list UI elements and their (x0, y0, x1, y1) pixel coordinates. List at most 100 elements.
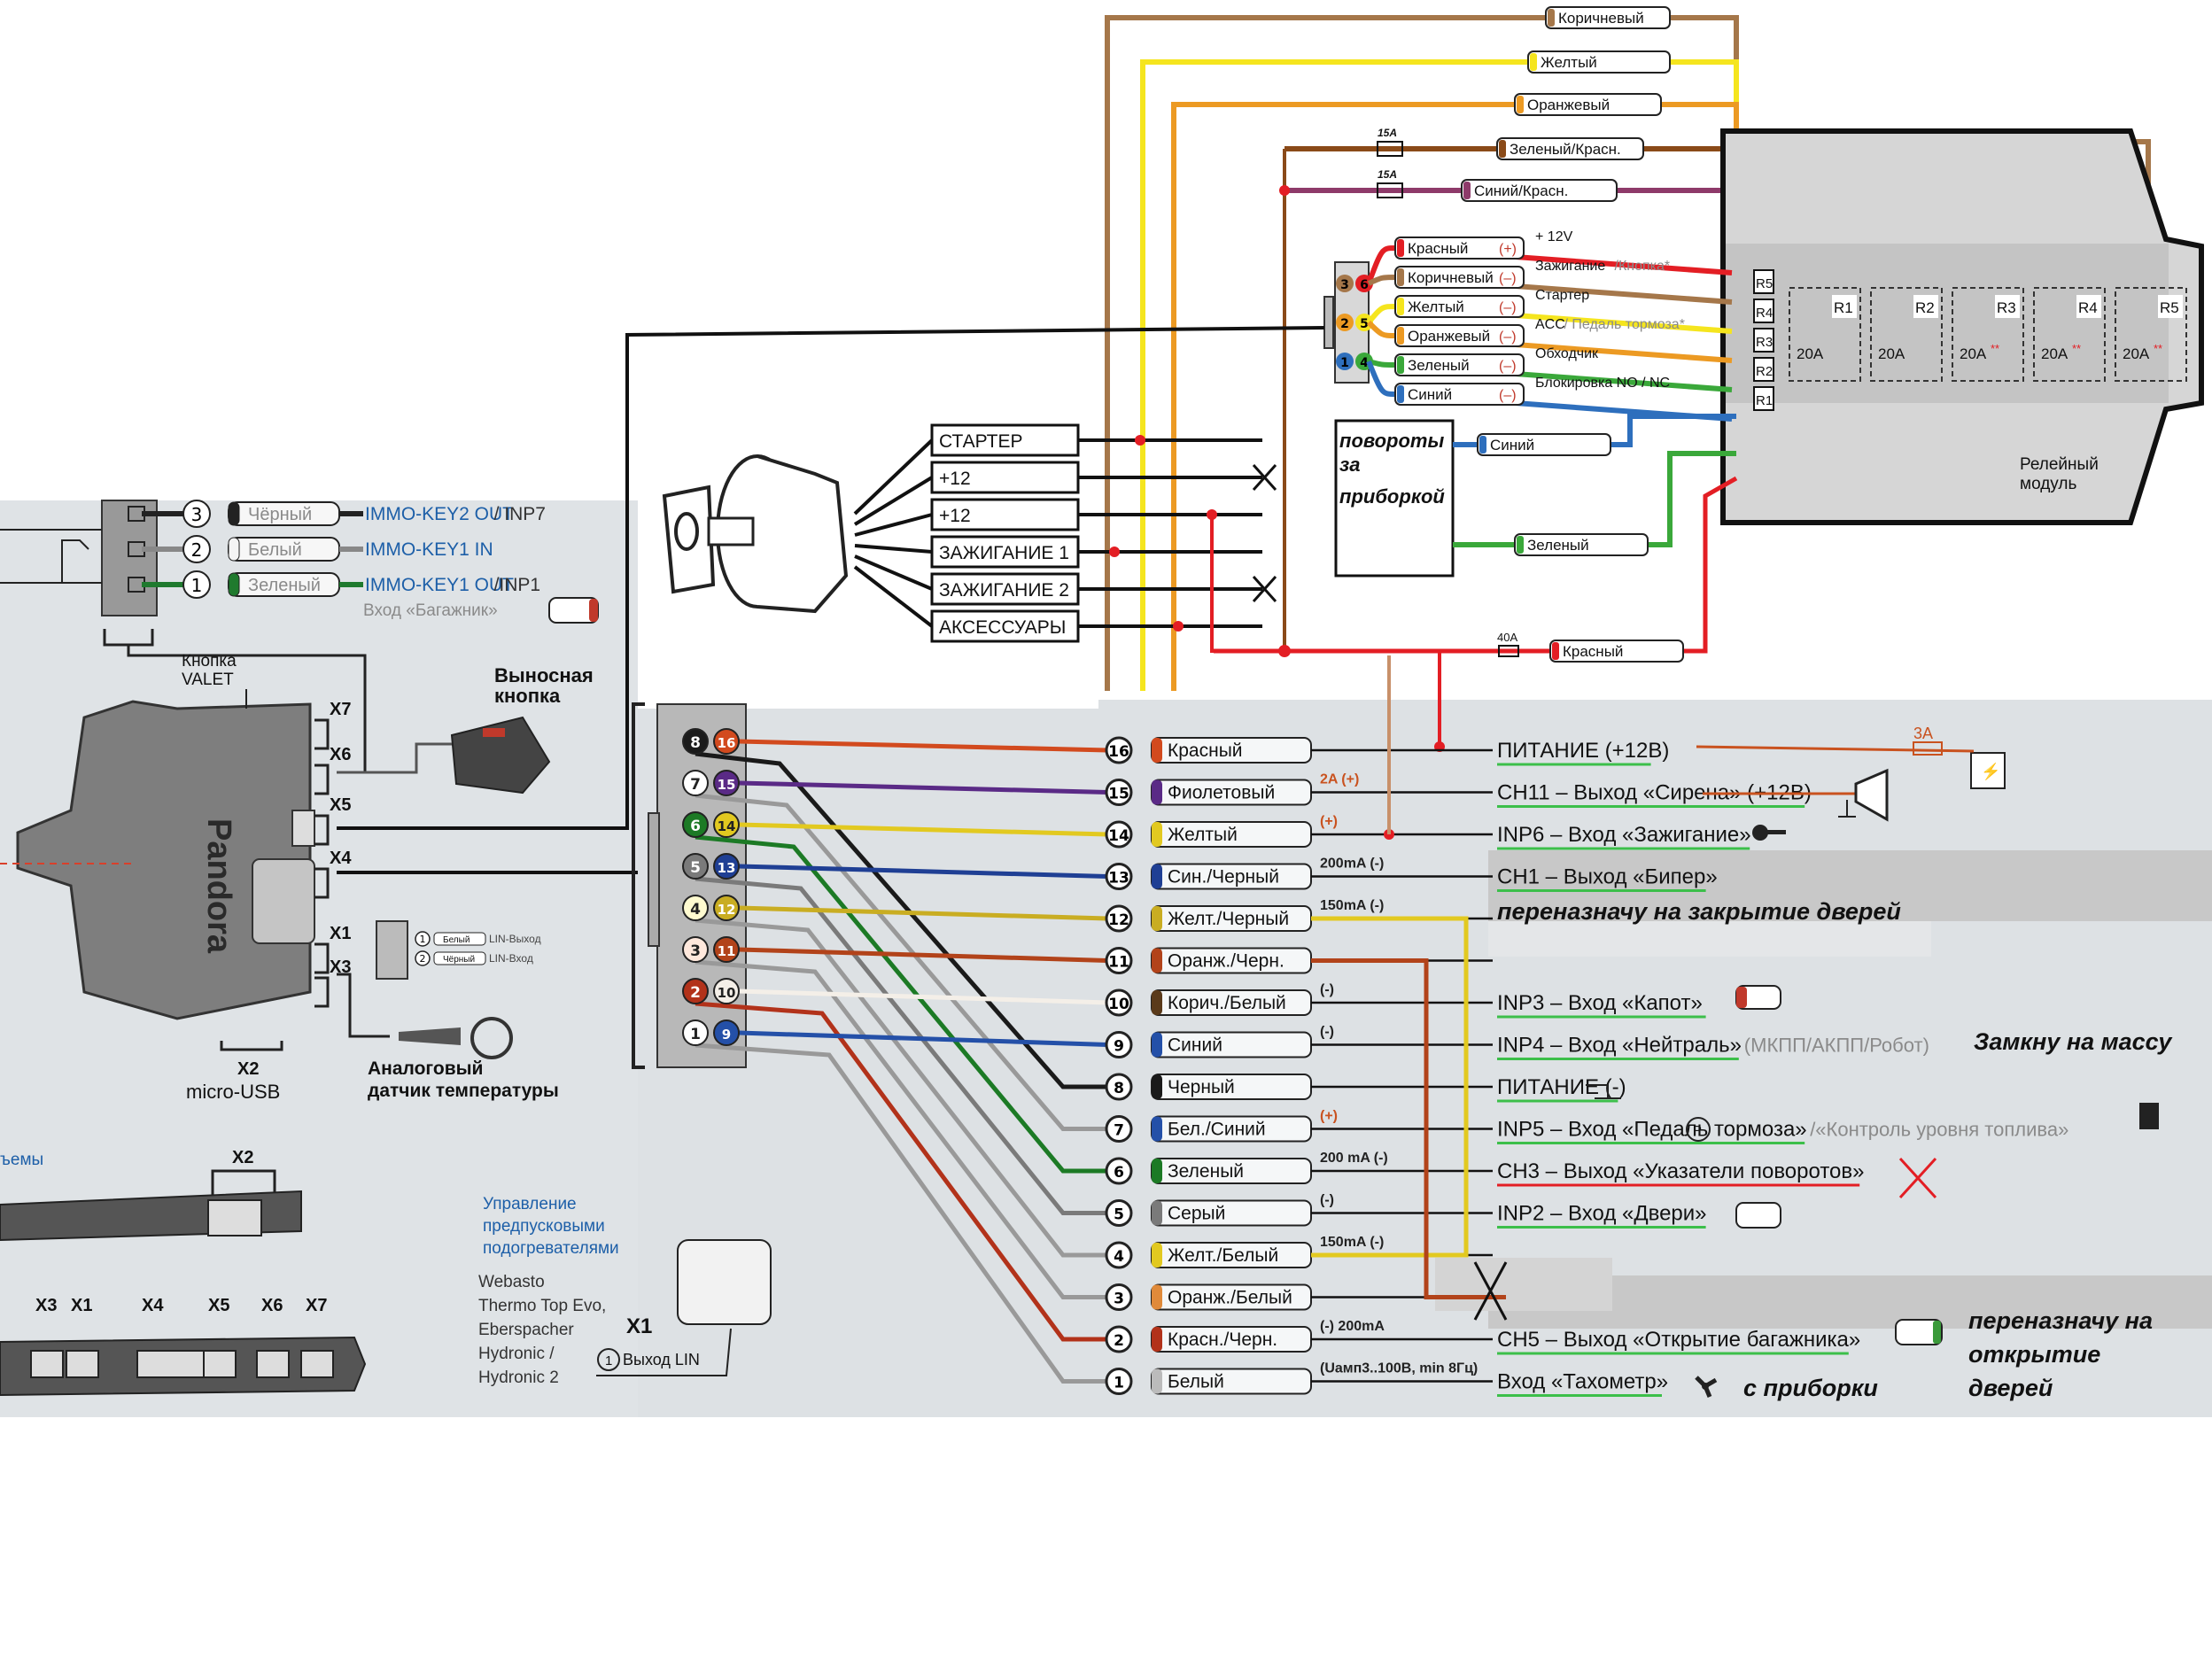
svg-text:P: P (1693, 1123, 1702, 1138)
heater-pin: 1 (605, 1353, 612, 1368)
cut-mark (1252, 464, 1277, 491)
port-bracket (314, 718, 330, 750)
twisted-pair-lock (1311, 916, 1469, 1258)
relay-connector-pin-number: 4 (1360, 356, 1369, 370)
heater-icon (677, 1239, 772, 1325)
x4-wire-note: (+) (1320, 814, 1338, 829)
heater-model: Thermo Top Evo, (478, 1297, 606, 1315)
relay-name: R3 (1997, 299, 2016, 316)
lin-wire-label: Белый (443, 935, 470, 945)
ignition-lead (854, 554, 933, 591)
connectors-heading: ъемы (0, 1151, 43, 1169)
lin-function: LIN-Выход (489, 933, 541, 945)
wire-tag-label: Желтый (1408, 298, 1464, 315)
cut-mark (1252, 576, 1277, 602)
ignition-key-icon (662, 454, 849, 614)
x4-wire-pin-circle (1105, 1199, 1133, 1227)
relay-input-label: R3 (1756, 335, 1773, 350)
x4-wire-pin-circle (1105, 1073, 1133, 1101)
annotation-tacho-source: с приборки (1743, 1375, 1878, 1401)
x4-wire-note: 150mA (-) (1320, 1235, 1384, 1250)
x4-pin-number: 3 (690, 942, 701, 960)
relay-module-title-2: модуль (2020, 475, 2076, 493)
x4-wire-note: (-) 200mA (1320, 1319, 1385, 1334)
immo-wire-swatch (228, 537, 240, 562)
x4-wire-pin-number: 2 (1114, 1332, 1124, 1350)
x4-wire (695, 876, 1107, 1215)
x4-wire-pin-circle (1105, 1241, 1133, 1269)
relay-rating: 20A (1960, 345, 1987, 362)
redaction-block (1488, 850, 2212, 921)
x4-pin-2 (682, 978, 709, 1004)
relay-input-label: R5 (1756, 276, 1773, 291)
control-wires: Красный(+)+ 12VКоричневый(–)Зажигание/Кн… (1366, 229, 1733, 422)
relay-wire-tag: Зеленый/Красн. (1496, 137, 1644, 160)
x4-pin-8 (682, 728, 709, 755)
x4-wire-function: INP3 – Вход «Капот» (1497, 991, 1703, 1015)
x4-wire-pin-number: 4 (1114, 1248, 1124, 1266)
lin-pin-circle (415, 950, 431, 966)
panel-port-label: X7 (306, 1296, 327, 1315)
ignition-terminal-box (930, 423, 1080, 457)
brake-pedal-icon: P (1686, 1117, 1711, 1142)
x4-wire (738, 905, 1108, 921)
relay-wire-tag: Желтый (1527, 50, 1671, 74)
control-wire-tag: Оранжевый(–) (1394, 324, 1525, 347)
relay-name-bg (1913, 295, 1938, 318)
valet-label-2: VALET (182, 671, 234, 689)
x2-side-label: X2 (232, 1148, 253, 1167)
panel-port-socket (256, 1350, 290, 1378)
x4-pin-number: 12 (718, 902, 736, 918)
x4-wire-swatch (1152, 1368, 1162, 1394)
turn-signals-label-2: за (1339, 454, 1360, 476)
x4-pin-number: 13 (718, 860, 736, 876)
x4-pin-number: 9 (722, 1027, 731, 1043)
x4-wire-pin-circle (1105, 1283, 1133, 1311)
control-wire-function: Обходчик (1535, 346, 1599, 361)
wire-tag-box (1549, 640, 1684, 663)
wire-tag-box (1496, 137, 1644, 160)
wire-tag-box (1394, 353, 1525, 376)
x4-wire-pin-number: 6 (1114, 1164, 1124, 1182)
x4-wire-note: (Uамп3..100В, min 8Гц) (1320, 1361, 1478, 1376)
usb-port-icon (207, 1199, 262, 1236)
relay-rating: 20A (1878, 345, 1905, 362)
wire-tag-box (1461, 179, 1618, 202)
relay-name: R1 (1834, 299, 1853, 316)
x4-wire-swatch (1152, 1074, 1162, 1099)
ignition-terminal-label: ЗАЖИГАНИЕ 1 (939, 543, 1069, 563)
x4-wire-label: Желтый (1168, 825, 1238, 845)
x4-wire-swatch (1152, 1159, 1162, 1183)
x4-pin-number: 5 (690, 859, 701, 877)
relay-name: R4 (2078, 299, 2098, 316)
relay-connector-pin-number: 2 (1340, 317, 1349, 331)
x4-wire-function: ПИТАНИЕ (-) (1497, 1075, 1626, 1099)
wire-color-swatch (1463, 182, 1471, 199)
relay-rating-mark: ** (1991, 342, 1999, 355)
temp-sensor-label: Аналоговый (368, 1058, 483, 1079)
immo-pin-circle (182, 570, 211, 599)
relay-rating: 20A (2123, 345, 2150, 362)
x4-wire-swatch (1152, 1116, 1162, 1142)
cut-mark-ch3 (1898, 1157, 1937, 1199)
wire-tag-box (1394, 383, 1525, 406)
x4-pin-4 (682, 895, 709, 921)
x4-wire-swatch (1152, 1327, 1162, 1352)
key-icon (1752, 825, 1786, 841)
x4-pin-number: 8 (690, 734, 701, 752)
immo-pin-number: 2 (191, 539, 203, 561)
fuse-3a-label: 3A (1913, 725, 1933, 742)
x4-wire-function: CH3 – Выход «Указатели поворотов» (1497, 1159, 1864, 1183)
ignition-terminal-label: АКСЕССУАРЫ (939, 617, 1066, 638)
x4-wire-pin-circle (1105, 1115, 1133, 1143)
x4-pin-number: 16 (718, 735, 736, 751)
x4-pin-12 (713, 895, 740, 921)
control-wire-function: Зажигание (1535, 259, 1605, 274)
x4-wire (738, 822, 1108, 837)
